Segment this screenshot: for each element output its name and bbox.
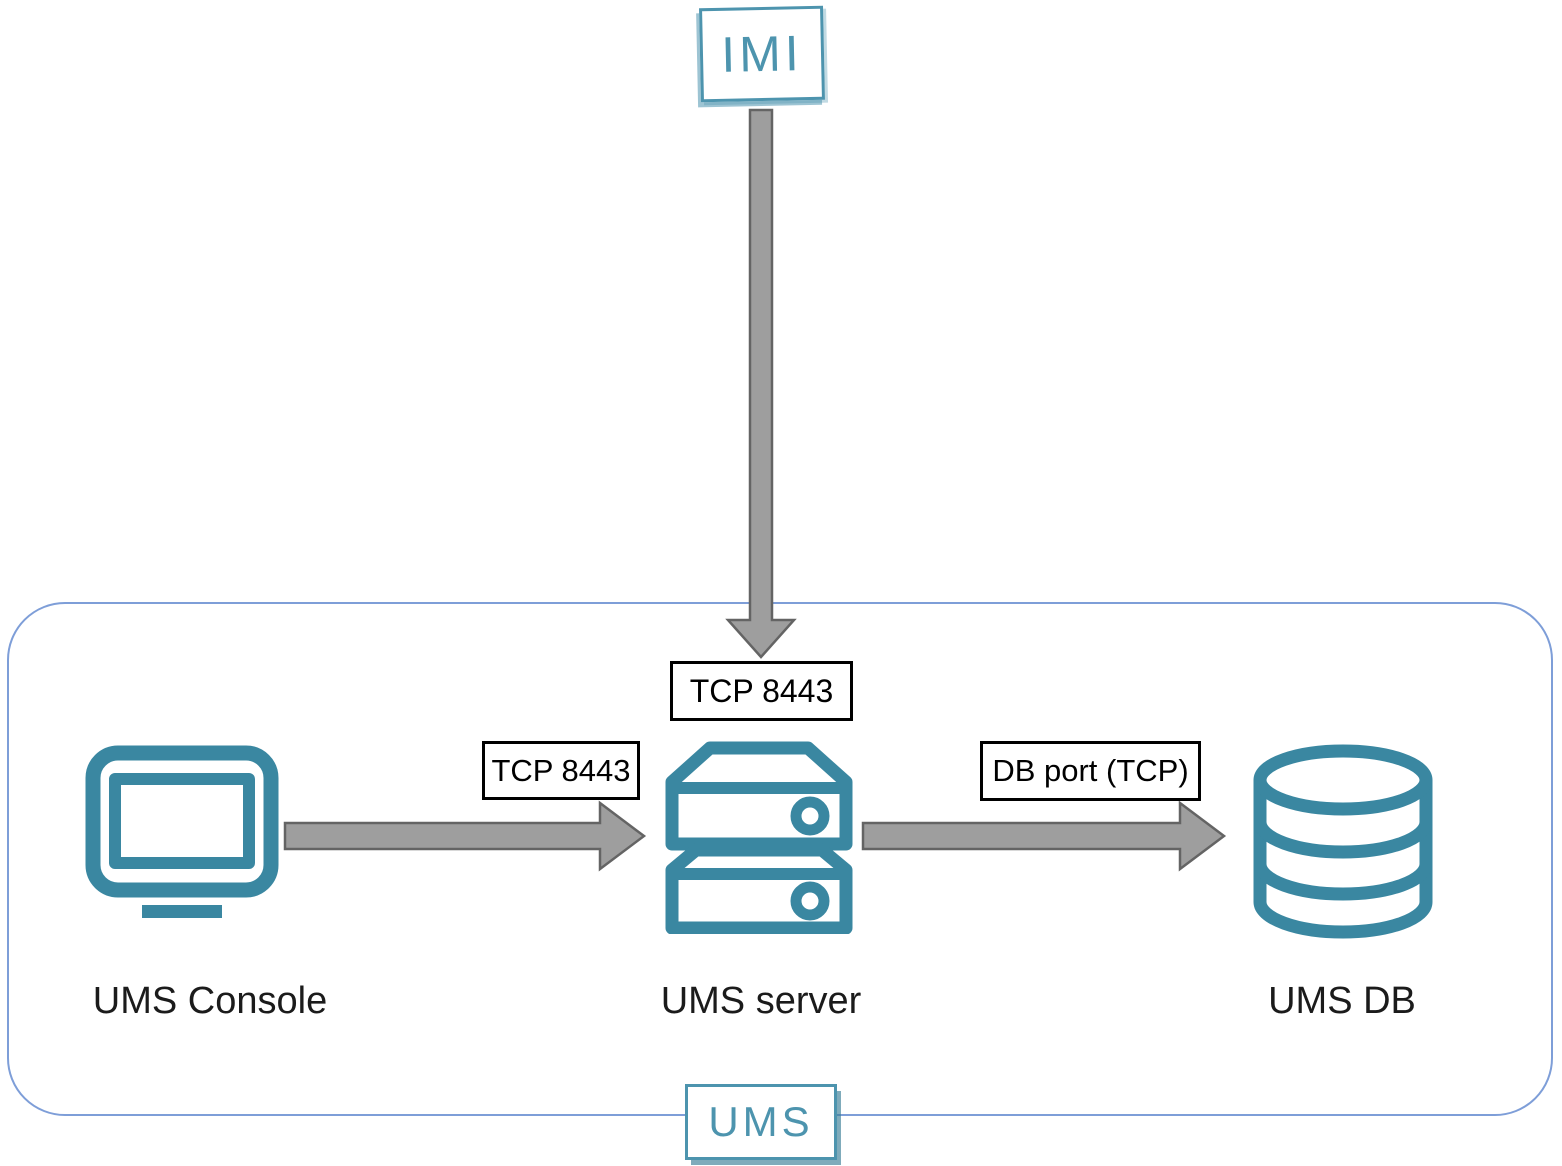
port-label-text: DB port (TCP) bbox=[992, 753, 1189, 788]
ums-group-plate: UMS bbox=[685, 1084, 837, 1160]
database-icon bbox=[1253, 744, 1433, 939]
server-label: UMS server bbox=[660, 980, 862, 1022]
port-label-text: TCP 8443 bbox=[689, 672, 834, 709]
console-label: UMS Console bbox=[92, 980, 328, 1022]
imi-node: IMI bbox=[699, 5, 825, 103]
server-icon bbox=[665, 741, 853, 934]
db-label: UMS DB bbox=[1268, 980, 1416, 1022]
arrow-server-to-db bbox=[861, 800, 1227, 872]
arrow-console-to-server bbox=[283, 800, 647, 872]
port-label-text: TCP 8443 bbox=[491, 752, 631, 788]
port-label-console-to-server: TCP 8443 bbox=[482, 741, 640, 800]
monitor-icon bbox=[85, 745, 279, 918]
arrow-imi-to-server bbox=[725, 108, 797, 659]
imi-label: IMI bbox=[720, 25, 804, 83]
port-label-imi-to-server: TCP 8443 bbox=[670, 661, 853, 721]
ums-group-label: UMS bbox=[708, 1098, 814, 1145]
port-label-server-to-db: DB port (TCP) bbox=[980, 741, 1201, 801]
